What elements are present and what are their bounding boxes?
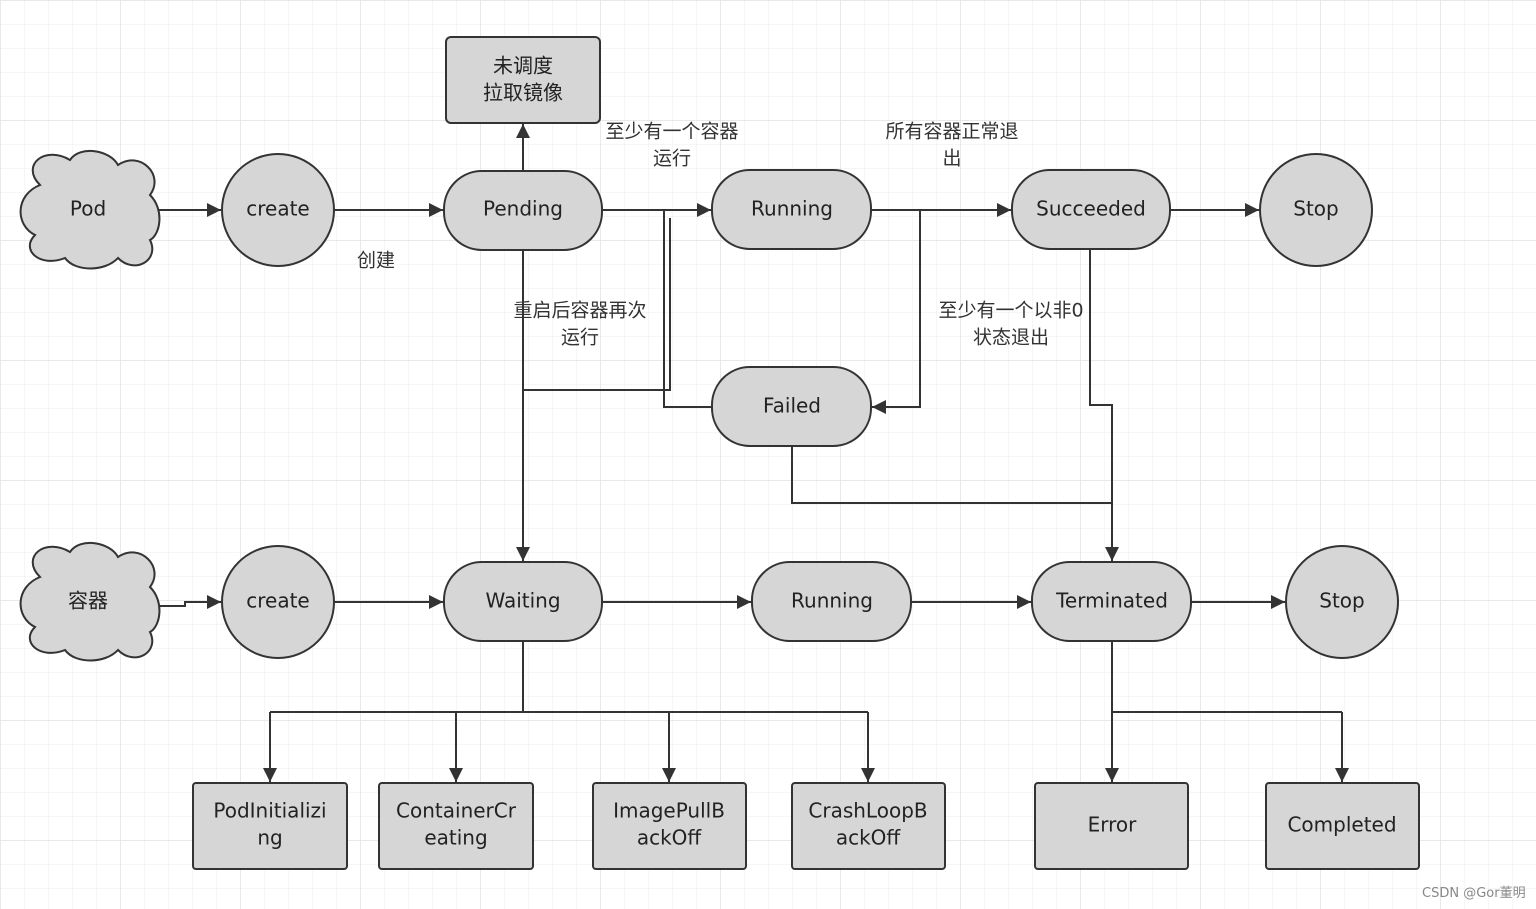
node-label: Pending — [483, 197, 563, 221]
label-running-2: 运行 — [653, 148, 691, 170]
edge-running-failed — [872, 209, 921, 414]
node-succeeded: Succeeded — [1011, 169, 1171, 250]
node-pod-stop: Stop — [1259, 153, 1373, 267]
node-waiting: Waiting — [443, 561, 603, 642]
node-container-create: create — [221, 545, 335, 659]
node-pending: Pending — [443, 170, 603, 251]
edge-waiting-branch — [270, 641, 868, 713]
node-label: Waiting — [485, 589, 560, 613]
watermark: CSDN @Gor董明 — [1422, 886, 1526, 901]
label-succeeded-1: 所有容器正常退 — [885, 121, 1018, 143]
label-create: 创建 — [357, 250, 395, 272]
node-failed: Failed — [711, 366, 872, 447]
edge-failed-terminated — [791, 446, 1112, 504]
node-label: PodInitializi — [213, 799, 326, 823]
node-label: create — [246, 197, 310, 221]
node-error: Error — [1034, 782, 1189, 870]
node-container-running: Running — [751, 561, 912, 642]
edge-failed-running — [663, 210, 712, 408]
node-label: ackOff — [836, 826, 902, 850]
node-pod: Pod — [19, 149, 161, 270]
node-label: ContainerCr — [396, 799, 517, 823]
cloud-shape — [19, 149, 161, 270]
node-podinitializing: PodInitializi ng — [192, 782, 348, 870]
node-label: ng — [257, 826, 282, 850]
node-terminated: Terminated — [1031, 561, 1192, 642]
node-label: Error — [1088, 813, 1138, 837]
label-succeeded-2: 出 — [942, 148, 961, 170]
node-pod-running: Running — [711, 169, 872, 250]
node-label: Stop — [1319, 589, 1364, 613]
cloud-shape — [19, 541, 161, 662]
node-crashloopbackoff: CrashLoopB ackOff — [791, 782, 946, 870]
label-failed-1: 至少有一个以非0 — [938, 300, 1083, 322]
node-label: Completed — [1287, 813, 1396, 837]
node-label: ImagePullB — [613, 799, 725, 823]
node-label: ackOff — [637, 826, 703, 850]
label-failed-2: 状态退出 — [973, 327, 1049, 349]
node-completed: Completed — [1265, 782, 1420, 870]
label-running-1: 至少有一个容器 — [605, 121, 738, 143]
node-imagepullbackoff: ImagePullB ackOff — [592, 782, 747, 870]
node-label: eating — [424, 826, 487, 850]
node-label: Succeeded — [1036, 197, 1146, 221]
edge-container-create — [150, 595, 221, 609]
node-label: 拉取镜像 — [483, 81, 563, 105]
node-label: Running — [751, 197, 833, 221]
edge-labels: 创建 至少有一个容器 运行 所有容器正常退 出 重启后容器再次 运行 至少有一个… — [357, 121, 1084, 349]
node-label: Failed — [763, 394, 821, 418]
node-unscheduled: 未调度 拉取镜像 — [445, 36, 601, 124]
node-containercreating: ContainerCr eating — [378, 782, 534, 870]
node-label: create — [246, 589, 310, 613]
edge-succeeded-terminated — [1089, 250, 1119, 561]
edge-restart-running — [523, 218, 671, 391]
node-container: 容器 — [19, 541, 161, 662]
node-label: 容器 — [68, 589, 108, 613]
node-label: 未调度 — [493, 54, 553, 78]
node-label: CrashLoopB — [808, 799, 927, 823]
label-restart-2: 运行 — [561, 327, 599, 349]
node-label: Stop — [1293, 197, 1338, 221]
node-label: Running — [791, 589, 873, 613]
node-label: Pod — [70, 197, 106, 221]
edges — [150, 124, 1349, 782]
label-restart-1: 重启后容器再次 — [513, 300, 646, 322]
node-label: Terminated — [1055, 589, 1168, 613]
node-container-stop: Stop — [1285, 545, 1399, 659]
node-pod-create: create — [221, 153, 335, 267]
